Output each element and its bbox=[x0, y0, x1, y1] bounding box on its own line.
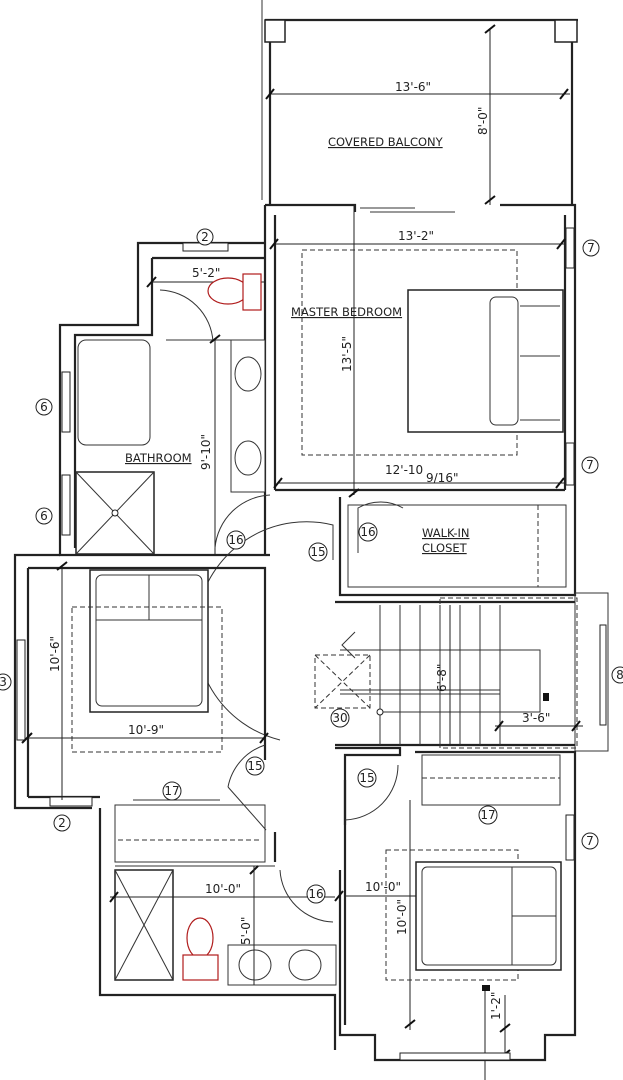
window bbox=[565, 442, 575, 486]
door-tag: 16 bbox=[226, 530, 246, 550]
dim-master-bottom-fraction: 9/16" bbox=[426, 471, 458, 485]
dim-stair-run: 6'-8" bbox=[435, 664, 449, 692]
dim-bed3-width: 10'-9" bbox=[128, 723, 164, 737]
vanity bbox=[230, 339, 266, 493]
window-tag: 2 bbox=[196, 228, 214, 246]
window bbox=[565, 227, 575, 269]
room-label-closet-2: CLOSET bbox=[422, 541, 468, 555]
tags: 2 7 6 6 7 16 15 16 3 8 30 15 15 17 17 7 … bbox=[0, 228, 623, 904]
svg-text:6: 6 bbox=[40, 400, 48, 414]
opening-tag: 30 bbox=[330, 708, 350, 728]
door-tag: 15 bbox=[357, 768, 377, 788]
door-swing bbox=[357, 501, 404, 553]
svg-text:3: 3 bbox=[0, 675, 7, 689]
dim-bath2-depth: 5'-0" bbox=[239, 917, 253, 945]
svg-text:7: 7 bbox=[586, 458, 594, 472]
door-swing bbox=[279, 869, 334, 923]
dim-master-bottom: 12'-10 bbox=[385, 463, 423, 477]
door-tag: 15 bbox=[308, 542, 328, 562]
svg-text:8: 8 bbox=[616, 668, 623, 682]
svg-text:7: 7 bbox=[586, 834, 594, 848]
svg-text:7: 7 bbox=[587, 241, 595, 255]
dim-stair-width: 3'-6" bbox=[522, 711, 550, 725]
dim-bay-depth: 1'-2" bbox=[489, 992, 503, 1020]
rug bbox=[301, 249, 518, 456]
staircase: 6'-8" 3'-6" bbox=[314, 592, 609, 752]
dim-bed3-depth: 10'-6" bbox=[48, 636, 62, 672]
post bbox=[264, 19, 286, 43]
master-bedroom: 13'-2" MASTER BEDROOM 13'-5" 12'-10 9/16… bbox=[263, 203, 577, 498]
shower bbox=[75, 471, 155, 555]
bed bbox=[407, 289, 564, 433]
dim-bath-depth: 9'-10" bbox=[199, 434, 213, 470]
svg-text:16: 16 bbox=[308, 887, 323, 901]
dim-wc-width: 5'-2" bbox=[192, 266, 220, 280]
window-tag: 6 bbox=[35, 398, 53, 416]
bedroom-left: 10'-6" 10'-9" bbox=[13, 553, 269, 831]
svg-text:2: 2 bbox=[58, 816, 66, 830]
room-label-closet-1: WALK-IN bbox=[422, 526, 470, 540]
room-label-master: MASTER BEDROOM bbox=[291, 305, 402, 319]
door-tag: 17 bbox=[162, 781, 182, 801]
toilet bbox=[182, 917, 219, 981]
dim-master-top: 13'-2" bbox=[398, 229, 434, 243]
walk-in-closet: WALK-IN CLOSET bbox=[195, 495, 577, 741]
window-tag: 7 bbox=[581, 456, 599, 474]
svg-text:15: 15 bbox=[247, 759, 262, 773]
svg-text:15: 15 bbox=[310, 545, 325, 559]
dim-balcony-width: 13'-6" bbox=[395, 80, 431, 94]
window-tag: 3 bbox=[0, 673, 12, 691]
svg-text:6: 6 bbox=[40, 509, 48, 523]
svg-text:2: 2 bbox=[201, 230, 209, 244]
post bbox=[554, 19, 578, 43]
door-tag: 15 bbox=[245, 756, 265, 776]
door-swing bbox=[214, 494, 271, 549]
vanity bbox=[227, 944, 337, 986]
door-swing bbox=[344, 764, 399, 821]
bathtub bbox=[77, 339, 151, 446]
room-label-bathroom: BATHROOM bbox=[125, 451, 192, 465]
arrow-icon bbox=[341, 631, 356, 659]
door-tag: 16 bbox=[358, 522, 378, 542]
dim-master-depth: 13'-5" bbox=[340, 336, 354, 372]
window-tag: 7 bbox=[582, 239, 600, 257]
window-tag: 8 bbox=[611, 666, 623, 684]
door-swing bbox=[227, 744, 266, 788]
svg-text:16: 16 bbox=[360, 525, 375, 539]
room-label-balcony: COVERED BALCONY bbox=[328, 135, 444, 149]
master-bathroom: 5'-2" 9'-10" BATHROOM bbox=[58, 241, 271, 557]
svg-text:17: 17 bbox=[164, 784, 179, 798]
door-swing bbox=[159, 289, 214, 343]
window bbox=[61, 474, 71, 536]
window-tag: 2 bbox=[53, 814, 71, 832]
dim-balcony-depth: 8'-0" bbox=[476, 107, 490, 135]
bathroom-2: 10'-0" 5'-0" bbox=[98, 799, 337, 1050]
window-tag: 7 bbox=[581, 832, 599, 850]
bed bbox=[415, 861, 562, 971]
dim-bed4-depth: 10'-0" bbox=[395, 899, 409, 935]
door-tag: 17 bbox=[478, 805, 498, 825]
covered-balcony: 13'-6" 8'-0" COVERED BALCONY bbox=[261, 0, 578, 205]
stair-treads bbox=[379, 605, 501, 745]
svg-text:16: 16 bbox=[228, 533, 243, 547]
dim-bed4-width: 10'-0" bbox=[365, 880, 401, 894]
svg-text:15: 15 bbox=[359, 771, 374, 785]
dim-bath2-width: 10'-0" bbox=[205, 882, 241, 896]
opening bbox=[314, 654, 371, 709]
bedroom-right: 10'-0" 10'-0" 1'-2" bbox=[334, 746, 577, 1080]
shower bbox=[114, 869, 174, 981]
window-tag: 6 bbox=[35, 507, 53, 525]
svg-text:30: 30 bbox=[332, 711, 347, 725]
svg-text:17: 17 bbox=[480, 808, 495, 822]
toilet bbox=[207, 273, 262, 311]
window bbox=[61, 371, 71, 433]
door-tag: 16 bbox=[306, 884, 326, 904]
bed bbox=[89, 569, 209, 713]
